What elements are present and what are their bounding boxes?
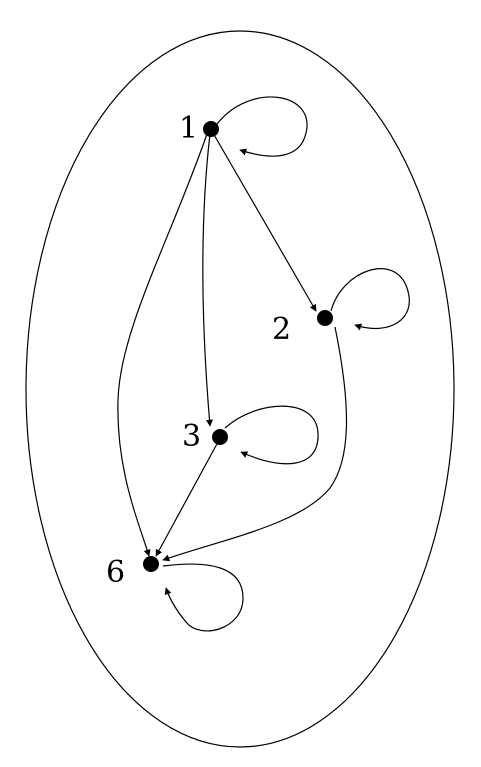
node-6 [143,556,159,572]
node-3 [212,429,228,445]
node-label-3: 3 [182,419,201,454]
node-2 [317,310,333,326]
edge-2-to-6 [162,326,348,562]
edge-3-to-6 [155,441,219,557]
enclosing-ellipse [25,30,455,748]
node-label-2: 2 [272,312,291,347]
edge-6-to-6 [162,563,244,632]
node-label-6: 6 [106,555,125,590]
edge-3-to-3 [224,405,319,465]
edge-2-to-2 [330,268,410,331]
node-label-1: 1 [179,111,198,146]
edge-1-to-2 [212,132,317,312]
edge-1-to-3 [202,133,213,427]
node-1 [203,121,219,137]
edge-1-to-6 [117,133,208,557]
edge-1-to-1 [216,96,308,157]
